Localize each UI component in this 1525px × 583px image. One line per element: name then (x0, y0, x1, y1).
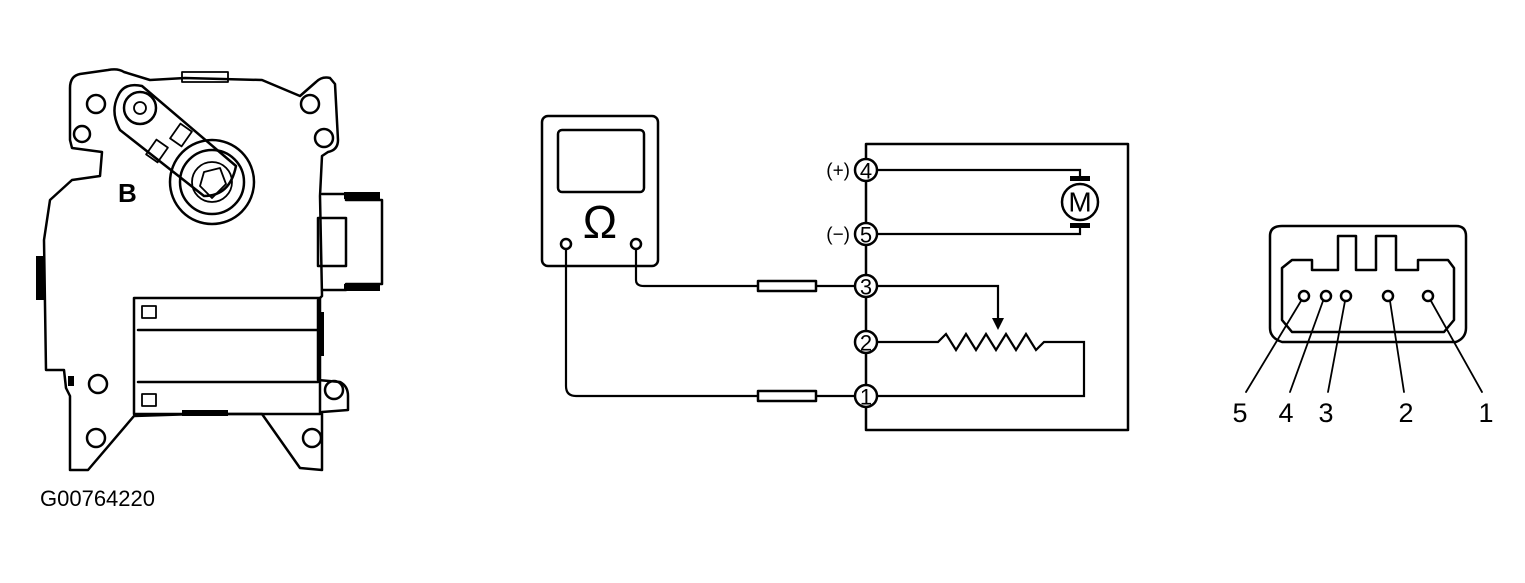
mount-hole-bl (87, 373, 109, 395)
terminal-4: 4 (+) (826, 157, 879, 184)
output-gear-inner (191, 161, 233, 203)
bottom-tab (182, 410, 228, 416)
terminal-5-polarity: (−) (826, 225, 850, 246)
connector-pin-4 (1319, 289, 1333, 303)
connector-pin-5 (1297, 289, 1311, 303)
leader-1 (1430, 300, 1483, 393)
connector-pin-label-4: 4 (1278, 398, 1293, 428)
connector-pin-label-2: 2 (1398, 398, 1413, 428)
connector-pin-1 (1421, 289, 1435, 303)
ohmmeter-probe-jack-left (559, 237, 573, 251)
terminal-2: 2 (853, 329, 879, 356)
mount-hole-bottom-r (301, 427, 323, 449)
actuator-housing (42, 68, 350, 472)
motor-brush-top (1070, 176, 1090, 181)
terminal-2-number: 2 (860, 331, 872, 356)
connector-pin-3 (1339, 289, 1353, 303)
ohmmeter-display (556, 128, 646, 194)
ohm-symbol: Ω (583, 196, 617, 248)
lever-arm (113, 83, 238, 198)
connector-pin-2 (1381, 289, 1395, 303)
actuator-label: B (118, 178, 137, 208)
probe-wire-left (564, 249, 758, 398)
wiper-wire (878, 284, 1000, 318)
resistor-element (878, 331, 1086, 398)
terminal-4-polarity: (+) (826, 161, 850, 182)
probe-tip-lower (756, 389, 818, 403)
leader-2 (1389, 300, 1405, 393)
top-tab (181, 71, 229, 83)
actuator-connector-housing (320, 192, 384, 292)
mount-hole-br (323, 379, 345, 401)
terminal-4-circle (853, 157, 879, 183)
ohmmeter-probe-jack-right (629, 237, 643, 251)
figure-code: G00764220 (40, 486, 155, 511)
connector-face-view: 5 4 3 2 1 (1232, 224, 1494, 428)
lever-pivot (122, 90, 158, 126)
terminal-5: 5 (−) (826, 221, 879, 248)
ohmmeter-body (540, 114, 660, 268)
lever-slot-1 (169, 122, 193, 148)
terminal-3: 3 (853, 273, 879, 300)
lower-module (132, 296, 322, 416)
leader-3 (1327, 300, 1346, 393)
leader-5 (1245, 300, 1302, 393)
connector-clip-bottom (344, 284, 380, 291)
lever-slot-2 (145, 138, 169, 164)
mount-hole-tl (85, 93, 107, 115)
lower-side-clip (318, 312, 324, 356)
connector-pin-label-5: 5 (1232, 398, 1247, 428)
terminal-3-number: 3 (860, 275, 872, 300)
terminal-2-circle (853, 329, 879, 355)
side-clip (36, 256, 44, 300)
motor-wire-top (878, 168, 1082, 178)
connector-pin-label-1: 1 (1478, 398, 1493, 428)
mount-hole-l (72, 124, 92, 144)
terminal-4-number: 4 (860, 159, 872, 184)
connector-clip-top (344, 192, 380, 199)
connector-outer-shell (1268, 224, 1468, 344)
connector-pin-label-3: 3 (1318, 398, 1333, 428)
wiper-arrow (992, 318, 1004, 330)
lower-module-tab-1 (141, 305, 157, 319)
mount-hole-bottom-l (85, 427, 107, 449)
motor-brush-bottom (1070, 223, 1090, 228)
output-gear-key (199, 167, 227, 199)
terminal-5-circle (853, 221, 879, 247)
output-gear-outer (168, 138, 256, 226)
connector-inner-cavity (1280, 234, 1456, 334)
terminal-5-number: 5 (860, 223, 872, 248)
lever-pivot-inner (133, 101, 147, 115)
output-gear-ring (178, 148, 246, 216)
leader-4 (1289, 300, 1324, 393)
actuator-circuit: M 4 (+) 5 (−) 3 2 1 (826, 142, 1130, 432)
terminal-1-number: 1 (860, 385, 872, 410)
ohmmeter: Ω (540, 114, 854, 403)
lower-module-tab-2 (141, 393, 157, 407)
actuator-drawing: B (36, 68, 384, 472)
probe-wire-right (634, 249, 758, 288)
terminal-3-circle (853, 273, 879, 299)
motor-symbol (1060, 182, 1100, 222)
probe-tip-upper (756, 279, 818, 293)
connector-window (316, 216, 348, 268)
terminal-1-circle (853, 383, 879, 409)
left-foot (68, 376, 74, 386)
terminal-1: 1 (853, 383, 879, 410)
mount-hole-tr (299, 93, 321, 115)
mount-hole-r (313, 127, 335, 149)
motor-label: M (1068, 187, 1091, 218)
motor-wire-bottom (878, 226, 1082, 236)
